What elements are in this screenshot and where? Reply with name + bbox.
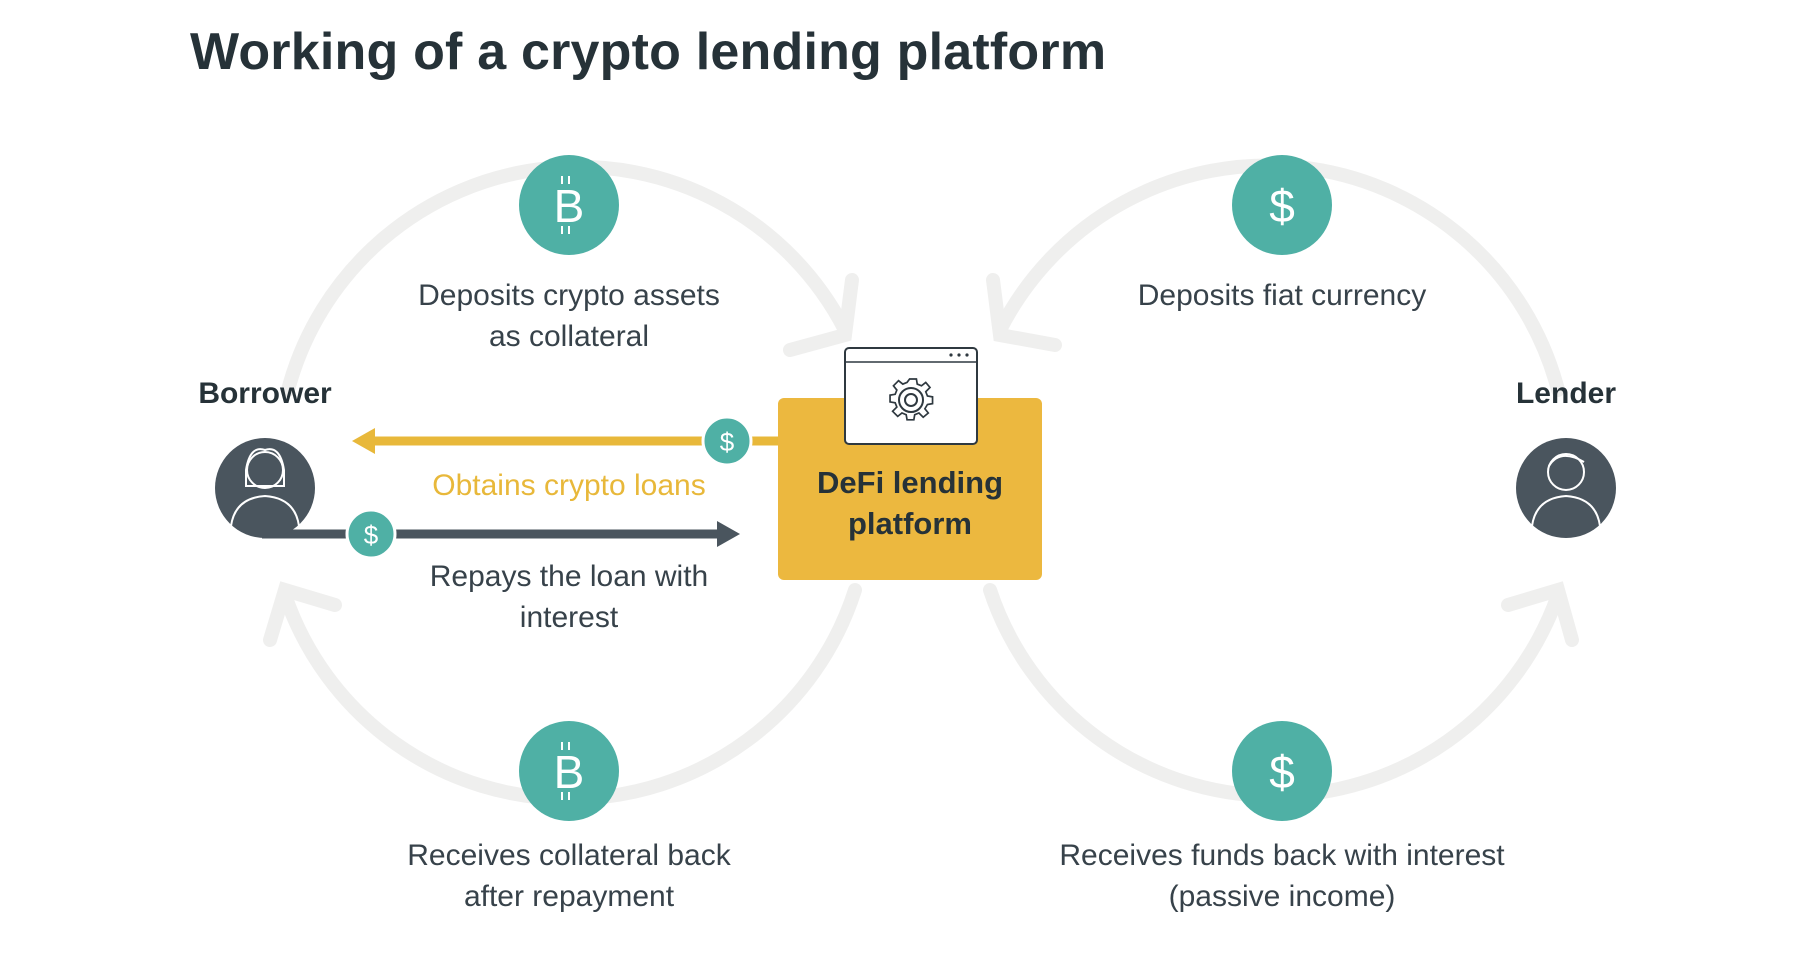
dollar-icon: $ bbox=[701, 415, 753, 467]
lender-avatar-icon bbox=[1516, 438, 1616, 538]
borrower-avatar-icon bbox=[215, 438, 315, 538]
step-deposit-fiat: Deposits fiat currency bbox=[1137, 279, 1427, 312]
dollar-glyph: $ bbox=[364, 520, 379, 550]
dollar-icon: $ bbox=[1232, 155, 1332, 255]
arrowhead-to-platform-right bbox=[986, 273, 1062, 352]
gear-window-icon bbox=[844, 347, 978, 445]
bitcoin-icon: B bbox=[519, 155, 619, 255]
step-repay-loan: Repays the loan with interest bbox=[369, 556, 769, 638]
arrowhead-to-borrower bbox=[263, 581, 342, 647]
dollar-glyph: $ bbox=[1269, 746, 1295, 798]
step-repay-loan-line1: Repays the loan with bbox=[429, 560, 709, 593]
dollar-glyph: $ bbox=[1269, 180, 1295, 232]
step-deposit-collateral: Deposits crypto assets as collateral bbox=[369, 275, 769, 357]
lender-label: Lender bbox=[1515, 377, 1617, 410]
dollar-glyph: $ bbox=[720, 427, 735, 457]
arrowhead-to-platform-left bbox=[783, 273, 859, 357]
step-receive-funds-line2: (passive income) bbox=[1168, 880, 1396, 913]
step-receive-collateral-line1: Receives collateral back bbox=[407, 839, 731, 872]
bitcoin-icon: B bbox=[519, 721, 619, 821]
platform-label-line1: DeFi lending bbox=[817, 465, 1003, 500]
platform-label-line2: platform bbox=[848, 506, 972, 541]
dollar-icon: $ bbox=[1232, 721, 1332, 821]
borrower-label: Borrower bbox=[198, 377, 332, 410]
repay-arrow bbox=[262, 521, 740, 547]
bitcoin-glyph: B bbox=[554, 180, 585, 232]
step-repay-loan-line2: interest bbox=[519, 601, 619, 634]
step-receive-funds-line1: Receives funds back with interest bbox=[1059, 839, 1505, 872]
dollar-icon: $ bbox=[345, 508, 397, 560]
step-receive-collateral: Receives collateral back after repayment bbox=[369, 835, 769, 917]
page-title: Working of a crypto lending platform bbox=[190, 23, 1107, 81]
step-deposit-collateral-line2: as collateral bbox=[488, 320, 650, 353]
step-receive-collateral-line2: after repayment bbox=[463, 880, 675, 913]
bitcoin-glyph: B bbox=[554, 746, 585, 798]
platform-label: DeFi lending platform bbox=[778, 462, 1042, 544]
arrowhead-to-lender bbox=[1501, 581, 1579, 647]
step-obtain-loans: Obtains crypto loans bbox=[432, 469, 706, 502]
step-receive-funds: Receives funds back with interest (passi… bbox=[1017, 835, 1547, 917]
step-deposit-collateral-line1: Deposits crypto assets bbox=[418, 279, 720, 312]
